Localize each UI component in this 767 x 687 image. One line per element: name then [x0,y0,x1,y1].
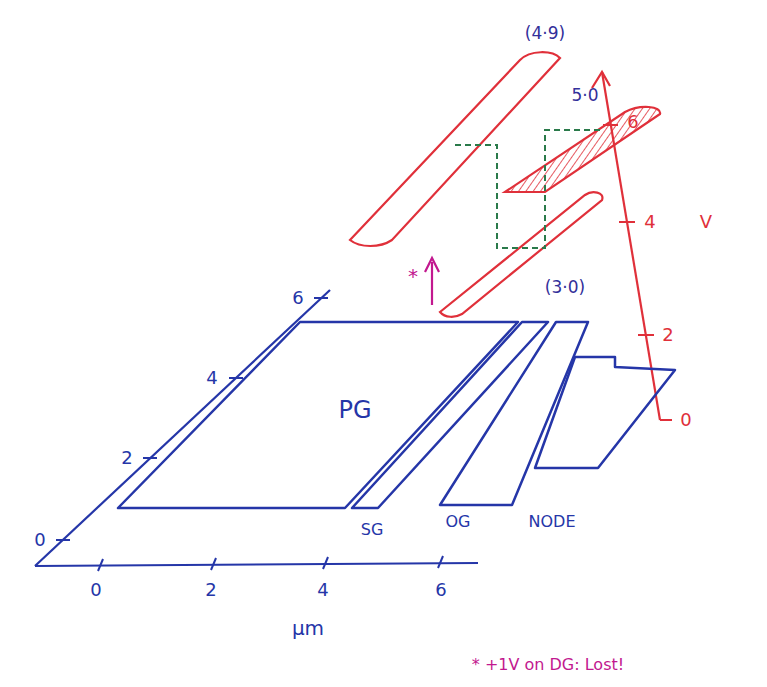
gate-outline-svg [414,318,592,542]
note: * +1V on DG: Lost! [472,657,624,673]
gate-outline-svg [114,318,522,512]
voltage-axis-value: V [700,213,712,231]
potential-value: (3·0) [545,279,585,296]
gate-label: NODE [529,514,576,530]
axis-tick [314,297,328,299]
potential-band [440,192,602,317]
voltage-axis-value: 2 [662,326,673,344]
axis-value: 6 [292,289,303,307]
voltage-axis-value: 0 [680,411,691,429]
gate-outline [352,322,548,508]
potential-band-hatched [505,107,660,192]
gate-label: OG [446,514,471,530]
axis-value: 2 [205,581,216,599]
axis-value: 6 [435,581,446,599]
potential-value: 5·0 [571,87,598,104]
potential-band [350,52,560,246]
depth-axis [35,290,330,566]
shift-arrow [431,262,433,305]
gate-region: SG [328,318,552,550]
axis-value: 4 [206,369,217,387]
axis-tick [211,558,216,570]
axis-unit: µm [292,618,324,638]
potential-step [455,130,600,248]
axis-tick [229,377,243,379]
gate-label: PG [338,398,371,422]
voltage-axis-value: 4 [644,213,655,231]
axis-value: 0 [90,581,101,599]
gate-outline-svg [328,318,552,550]
gate-outline [535,357,675,468]
potential-value: (4·9) [525,25,565,42]
voltage-axis-value: 6 [627,113,638,131]
gate-label: SG [361,522,384,538]
shift-arrowhead [425,258,439,272]
axis-tick [619,221,635,223]
axis-tick [638,334,654,336]
axis-tick [438,556,443,568]
gate-outline [118,322,518,508]
gate-region: NODE [508,353,679,542]
gate-region: OG [414,318,592,542]
axis-value: 0 [34,531,45,549]
axis-value: 2 [121,449,132,467]
axis-tick [56,539,70,541]
axis-tick [660,419,672,421]
axis-value: 4 [317,581,328,599]
note-marker: * [408,266,418,286]
axis-tick [143,457,157,459]
gate-outline [440,322,588,505]
gate-region: PG [114,318,522,512]
axis-tick [98,559,103,571]
axis-tick [323,557,328,569]
